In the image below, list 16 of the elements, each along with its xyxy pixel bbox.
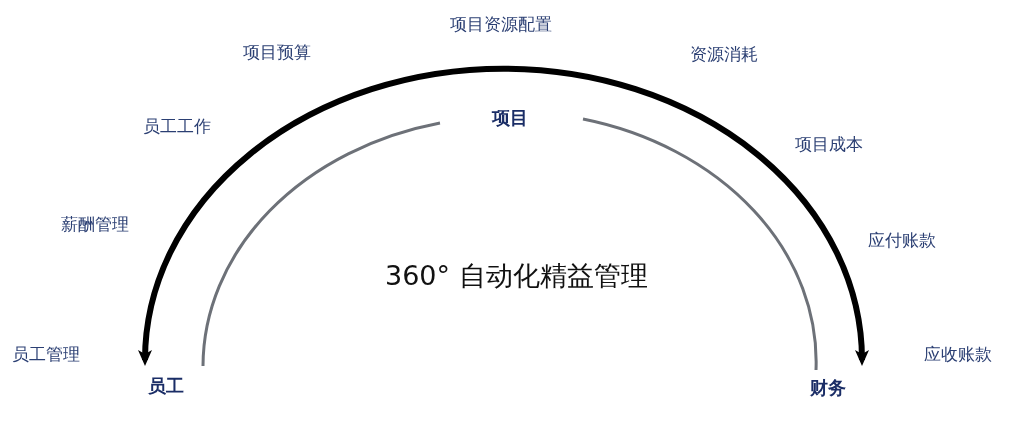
- topic-label: 员工工作: [143, 115, 211, 138]
- topic-label: 资源消耗: [690, 43, 758, 66]
- arc-line: [582, 117, 818, 371]
- topic-label: 应付账款: [868, 229, 936, 252]
- topic-label: 项目资源配置: [450, 13, 552, 36]
- node-label: 财务: [810, 376, 846, 400]
- node-label: 项目: [492, 106, 528, 130]
- topic-label: 员工管理: [12, 343, 80, 366]
- topic-label: 项目预算: [243, 41, 311, 64]
- curved-arrow: [138, 66, 869, 366]
- node-label: 员工: [148, 374, 184, 398]
- topic-label: 项目成本: [795, 133, 863, 156]
- center-title: 360° 自动化精益管理: [385, 259, 648, 293]
- topic-label: 薪酬管理: [61, 213, 129, 236]
- topic-label: 应收账款: [924, 343, 992, 366]
- arc-line: [201, 121, 441, 367]
